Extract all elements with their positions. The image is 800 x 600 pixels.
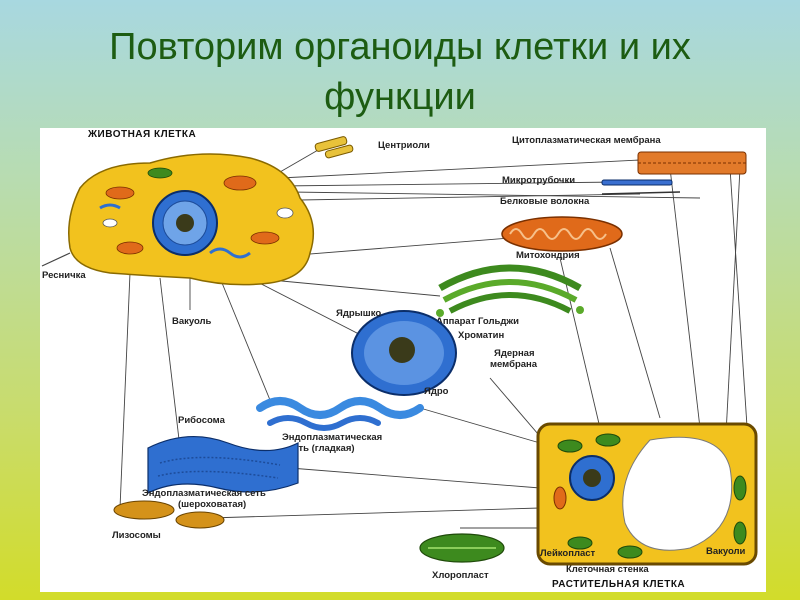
label-cytoplasmic-membrane: Цитоплазматическая мембрана	[512, 135, 661, 146]
animal-organelles	[99, 167, 294, 259]
label-chloroplast: Хлоропласт	[432, 570, 489, 581]
animal-nucleolus	[176, 214, 194, 232]
animal-cell: ЖИВОТНАЯ КЛЕТКА	[68, 129, 315, 286]
label-lysosomes: Лизосомы	[112, 530, 161, 541]
nucleus-illustration	[351, 310, 457, 396]
label-protein-fibers: Белковые волокна	[500, 196, 590, 207]
label-ribosome: Рибосома	[178, 415, 226, 426]
label-vacuoles: Вакуоли	[706, 546, 746, 557]
centrioles-illustration	[314, 136, 354, 159]
plant-central-vacuole	[622, 436, 733, 551]
animal-cell-caption: ЖИВОТНАЯ КЛЕТКА	[87, 129, 196, 140]
label-nucleus: Ядро	[424, 386, 449, 397]
label-smooth-er-1: Эндоплазматическая	[282, 432, 382, 443]
label-nuclear-membrane-1: Ядерная	[494, 348, 535, 359]
title-line-1: Повторим органоиды клетки и их	[109, 26, 691, 68]
label-vacuole: Вакуоль	[172, 316, 212, 327]
protein-fiber-illustration	[601, 191, 681, 195]
plant-cell	[536, 422, 758, 566]
label-smooth-er-2: сеть (гладкая)	[288, 443, 355, 454]
microtubule-illustration	[601, 179, 673, 186]
cell-diagram-panel: ЖИВОТНАЯ КЛЕТКА Центриоли Цитоплазматиче…	[40, 128, 766, 592]
lysosomes-illustration	[113, 500, 225, 529]
golgi-illustration	[436, 264, 584, 317]
chloroplast-illustration	[419, 533, 505, 563]
plant-chloroplasts	[553, 433, 747, 559]
label-centrioles: Центриоли	[378, 140, 430, 151]
label-mitochondria: Митохондрия	[516, 250, 580, 261]
cilium-illustration	[41, 252, 71, 267]
title-line-2: функции	[324, 76, 476, 118]
label-rough-er-2: (шероховатая)	[178, 499, 246, 510]
label-microtubules: Микротрубочки	[502, 175, 575, 186]
membrane-illustration	[637, 151, 747, 175]
cell-diagram: ЖИВОТНАЯ КЛЕТКА Центриоли Цитоплазматиче…	[41, 129, 758, 590]
label-cilium: Ресничка	[42, 270, 86, 281]
label-rough-er-1: Эндоплазматическая сеть	[142, 488, 266, 499]
plant-cell-caption: РАСТИТЕЛЬНАЯ КЛЕТКА	[552, 579, 685, 590]
label-golgi: Аппарат Гольджи	[436, 316, 519, 327]
mitochondria-illustration	[501, 216, 623, 252]
label-nuclear-membrane-2: мембрана	[490, 359, 538, 370]
label-leucoplast: Лейкопласт	[540, 548, 596, 559]
slide-title: Повторим органоиды клетки и их функции	[0, 22, 800, 122]
smooth-er-illustration	[256, 397, 424, 431]
label-cell-wall: Клеточная стенка	[566, 564, 649, 575]
rough-er-illustration	[147, 436, 299, 494]
label-chromatin: Хроматин	[458, 330, 504, 341]
label-nucleolus: Ядрышко	[336, 308, 381, 319]
